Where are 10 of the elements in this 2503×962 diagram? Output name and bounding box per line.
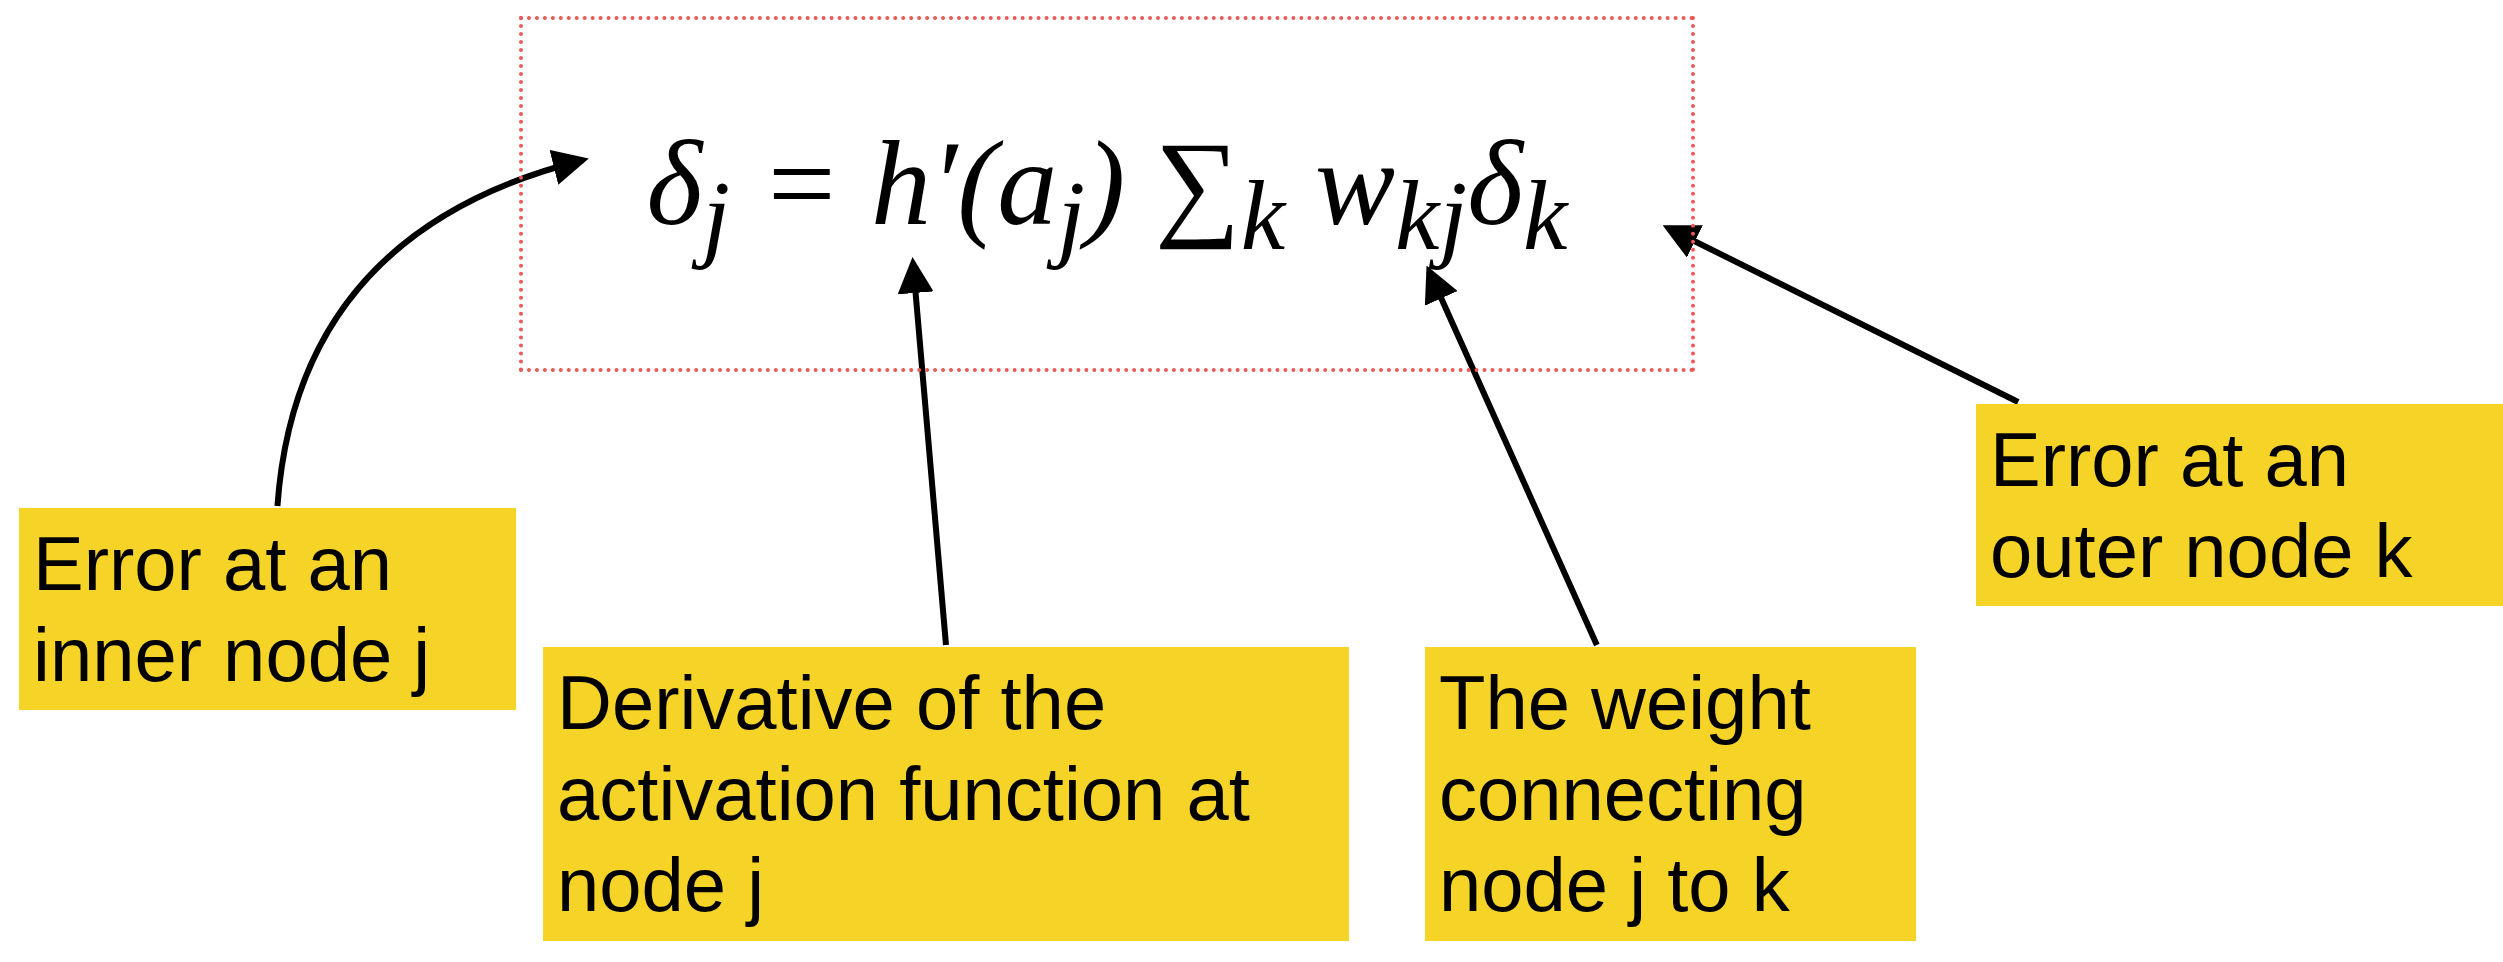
annotation-label: Error at an outer node k <box>1976 404 2503 607</box>
leader-arrow <box>1424 265 1600 647</box>
leader-arrow <box>274 150 589 507</box>
leader-arrow <box>897 257 949 646</box>
leader-arrow <box>1662 225 2020 405</box>
formula-box <box>519 16 1695 372</box>
formula: δ$_{j}$ = h′(a$_{j}$) ∑$_{k}$ w$_{kj}$δ$_{k}$ <box>646 116 1568 273</box>
annotation-label: The weight connecting node j to k <box>1425 647 1916 941</box>
annotation-label: Error at an inner node j <box>19 508 516 711</box>
annotation-label: Derivative of the activation function at node j <box>543 647 1349 941</box>
